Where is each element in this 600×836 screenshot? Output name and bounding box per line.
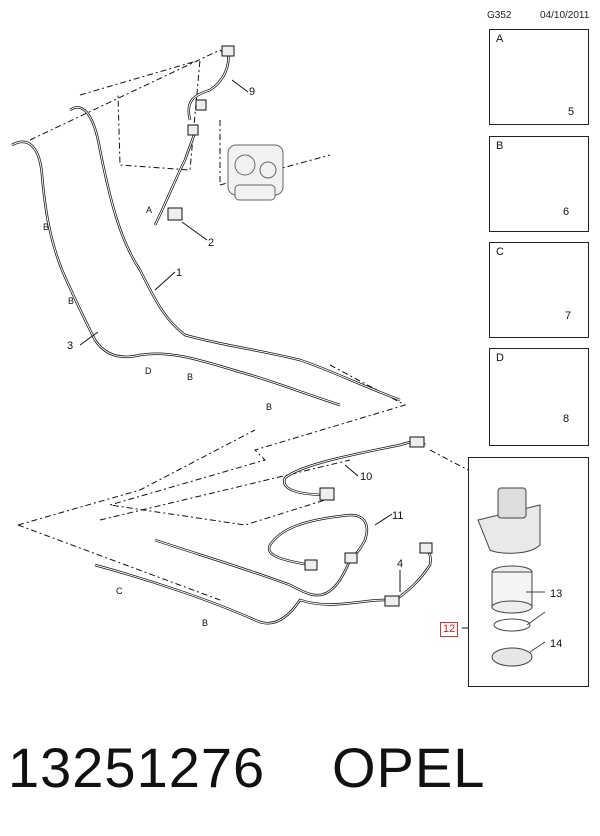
line-label-a: A [146,205,153,215]
diagram-date: 04/10/2011 [540,10,590,21]
line-label-b-3: B [187,372,194,382]
diagram-code: G352 [487,10,512,21]
filter-assembly-box [468,457,589,687]
detail-letter-b: B [496,140,504,152]
reference-label-12[interactable]: 12 [440,622,459,637]
callout-10: 10 [360,471,373,483]
callout-14: 14 [550,638,563,650]
line-label-b-2: B [68,296,75,306]
line-label-c: C [116,586,123,596]
detail-letter-d: D [496,352,504,364]
callout-9: 4 [397,558,404,570]
detail-box-b: B [489,136,589,232]
callout-4: 9 [249,86,256,98]
callout-11: 11 [392,510,404,522]
detail-box-d: D [489,348,589,446]
detail-box-c: C [489,242,589,338]
line-label-b-4: B [266,402,273,412]
brand-name: OPEL [332,736,486,799]
detail-letter-c: C [496,246,504,258]
part-number: 13251276 [8,736,266,799]
callout-7: 7 [565,310,572,322]
callout-1: 1 [176,267,183,279]
callout-3: 3 [67,340,74,352]
callout-8: 8 [563,413,570,425]
line-label-b-1: B [43,222,50,232]
callout-13: 13 [550,588,563,600]
line-label-d: D [145,366,152,376]
detail-box-a: A [489,29,589,125]
detail-letter-a: A [496,33,504,45]
callout-6: 6 [563,206,570,218]
line-label-b-5: B [202,618,209,628]
callout-2: 2 [208,237,215,249]
callout-5: 5 [568,106,575,118]
